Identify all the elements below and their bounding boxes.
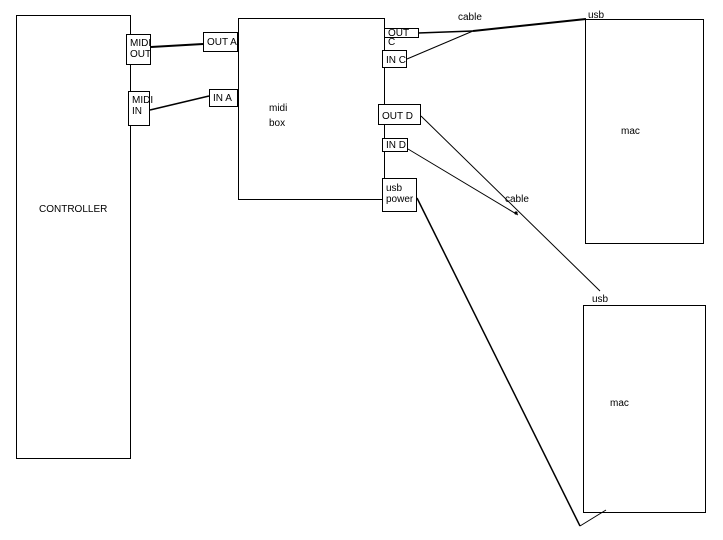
out-d-port: OUT D xyxy=(378,104,421,125)
wire-usb-power-to-mac-bottom xyxy=(579,509,607,527)
wire-junction-to-mac-top xyxy=(472,18,587,32)
wire-in-d-to-junction xyxy=(407,148,519,216)
midi-in-port: MIDI IN xyxy=(128,91,153,126)
controller-label: CONTROLLER xyxy=(39,204,108,215)
mac-bottom-box xyxy=(583,305,706,513)
mac-top-box xyxy=(585,19,704,244)
in-a-port: IN A xyxy=(209,89,238,107)
cable-label-top: cable xyxy=(458,12,482,23)
out-a-port: OUT A xyxy=(203,32,238,52)
midi-box xyxy=(238,18,385,200)
midi-out-port: MIDI OUT xyxy=(126,34,151,65)
mac-top-usb-label: usb xyxy=(588,10,605,21)
wire-usb-power-down xyxy=(416,197,581,527)
cable-label-middle: cable xyxy=(505,194,529,205)
in-d-port: IN D xyxy=(382,138,408,152)
wire-midi-out-to-out-a xyxy=(150,43,204,48)
mac-bottom-usb-label: usb xyxy=(592,294,609,305)
usb-power-port: usb power xyxy=(382,178,417,212)
in-c-port: IN C xyxy=(382,50,407,68)
mac-bottom-label: mac xyxy=(610,398,629,409)
mac-top-label: mac xyxy=(621,126,640,137)
wire-out-d-to-mac-bottom xyxy=(420,115,601,292)
midi-box-label: midi box xyxy=(269,103,288,129)
cable-junction-dot xyxy=(514,211,518,215)
wire-midi-in-to-in-a xyxy=(149,95,210,111)
controller-box xyxy=(16,15,131,459)
wire-out-c-to-junction xyxy=(417,30,474,34)
wire-in-c-to-junction xyxy=(406,30,474,60)
